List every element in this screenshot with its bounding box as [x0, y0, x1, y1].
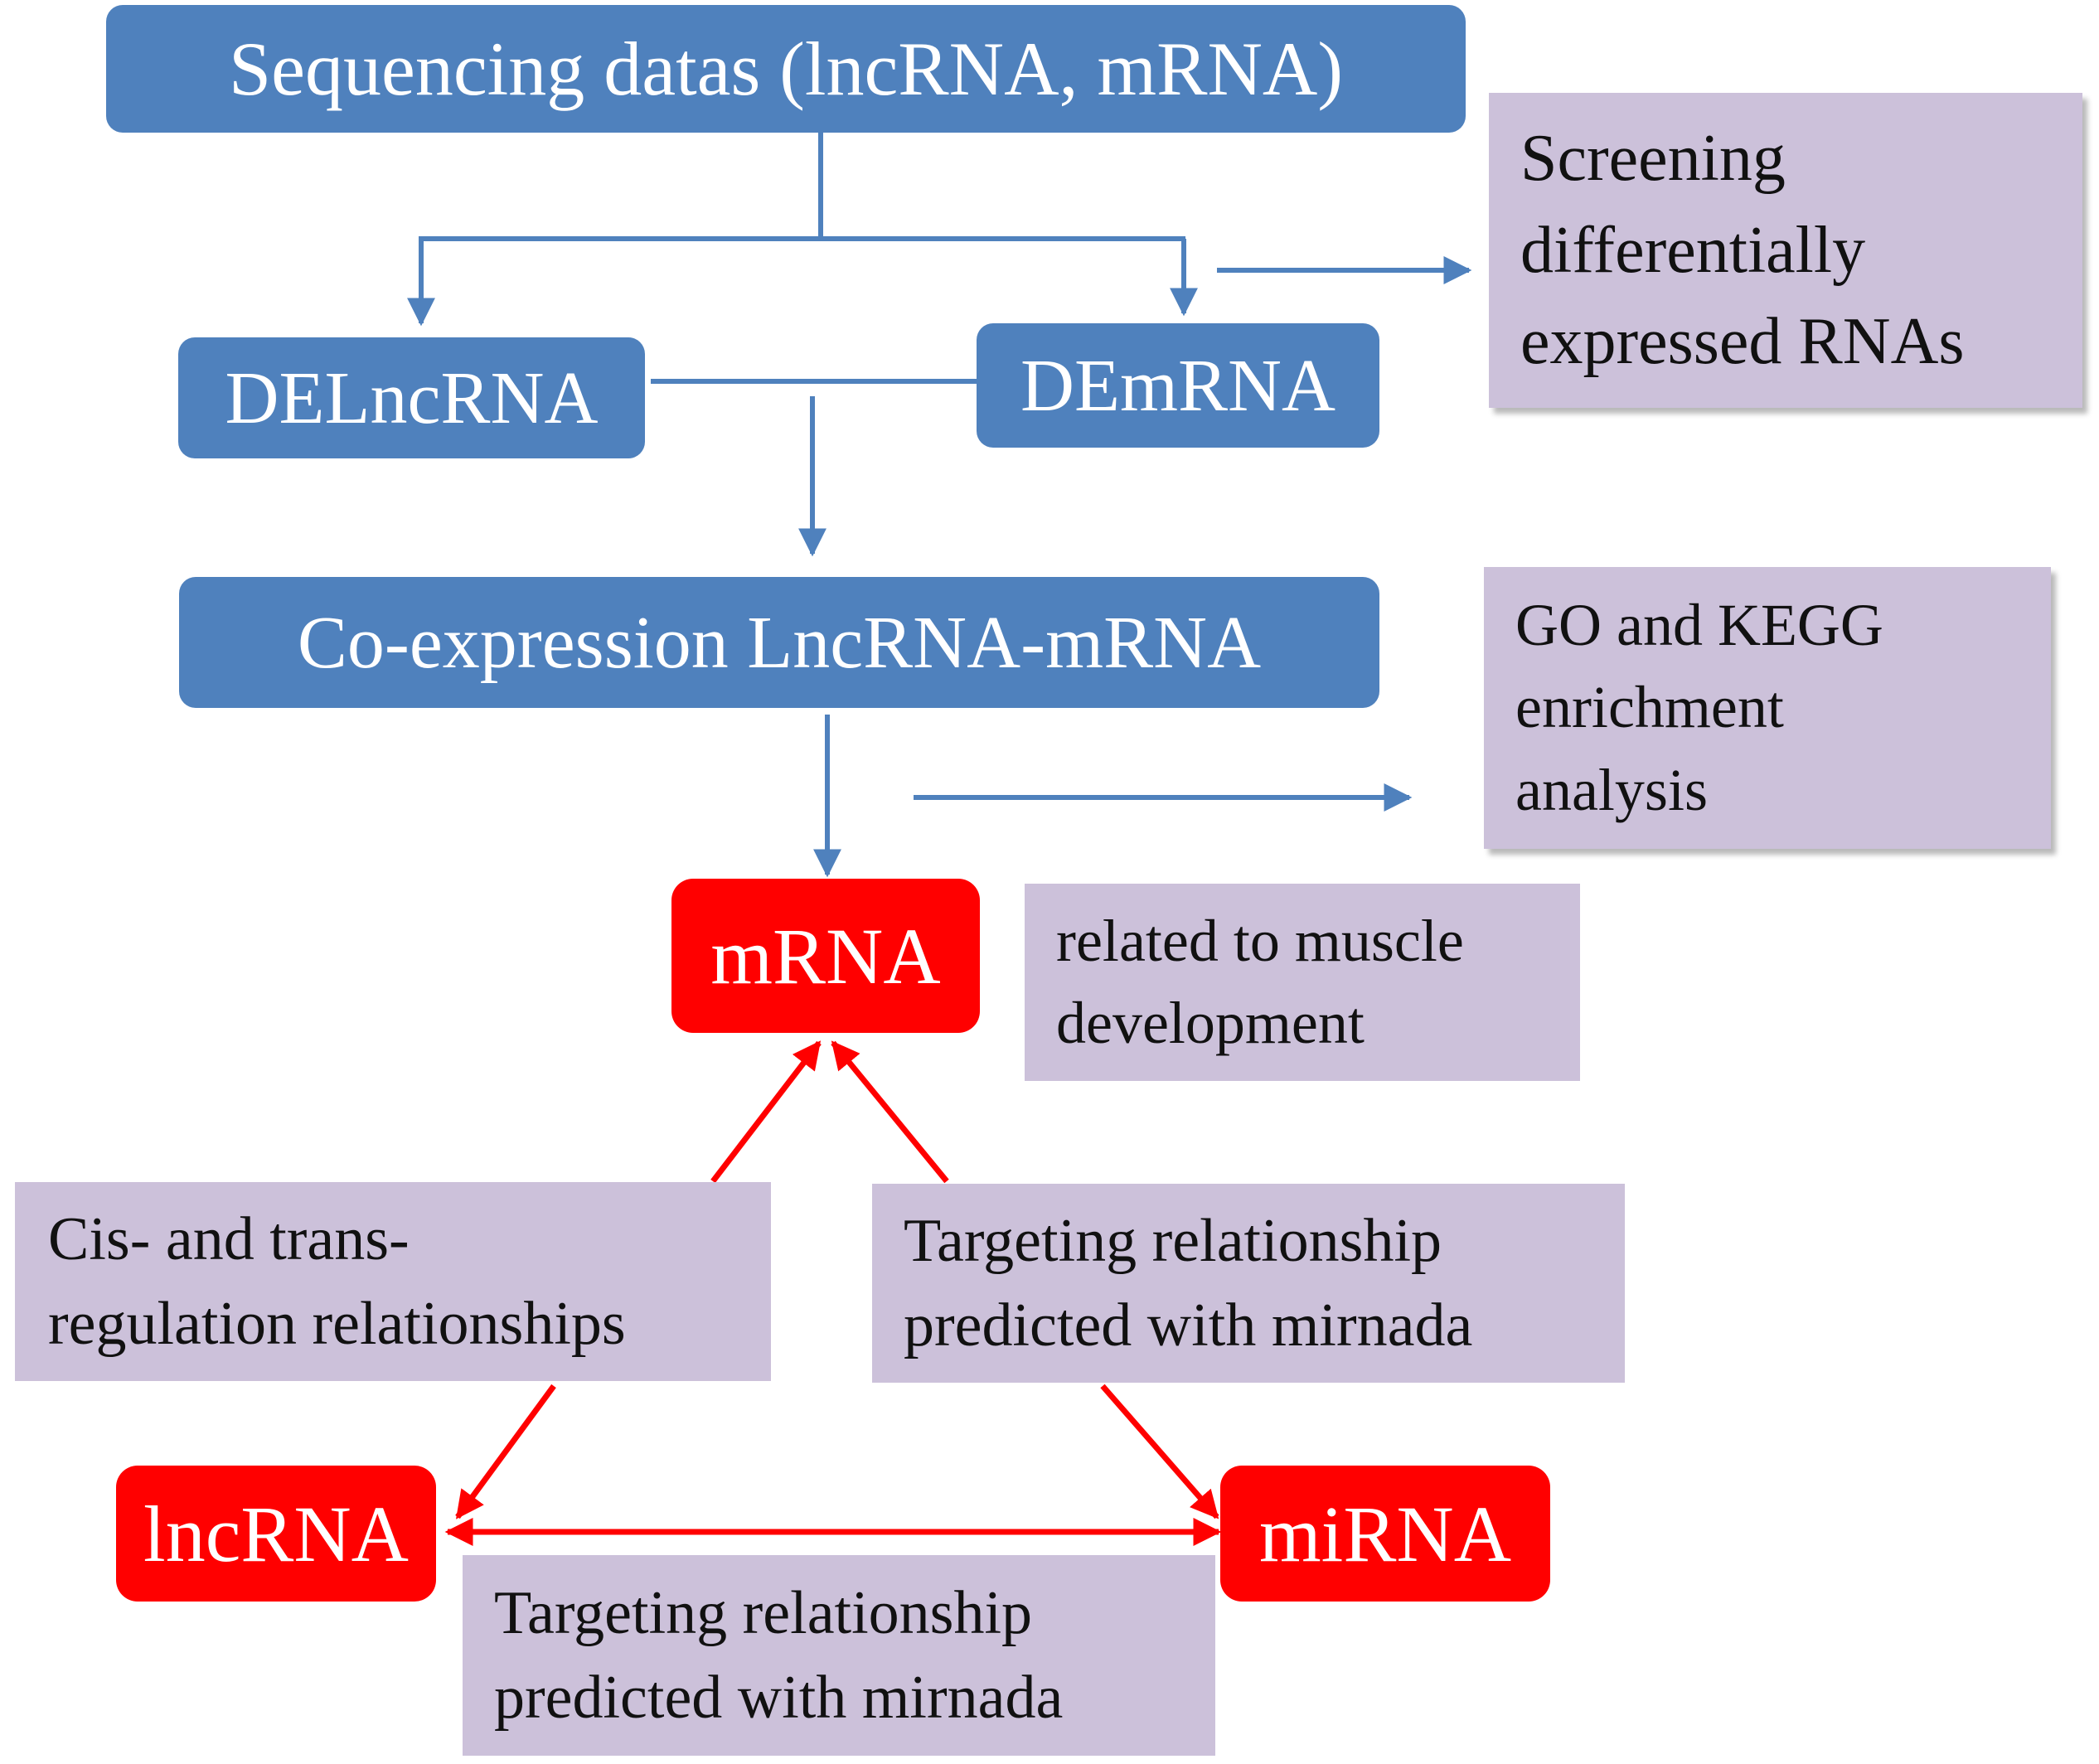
mirna-to-mrna	[831, 1040, 949, 1184]
mrna-to-lnc	[455, 1384, 556, 1519]
node-delncrna: DELncRNA	[178, 337, 645, 458]
note-targeting-right: Targeting relationship predicted with mi…	[872, 1184, 1625, 1383]
note-cis-trans: Cis- and trans- regulation relationships	[15, 1182, 771, 1381]
note-muscle-line: development	[1056, 990, 1365, 1056]
note-screening-line: differentially	[1520, 213, 1866, 287]
note-screening-line: expressed RNAs	[1520, 305, 1965, 379]
node-lncrna-label: lncRNA	[143, 1489, 409, 1578]
note-cis-trans-line: regulation relationships	[48, 1290, 626, 1358]
blue-connectors	[407, 133, 1472, 878]
mrna-to-mirna	[1100, 1384, 1219, 1519]
node-delncrna-label: DELncRNA	[225, 356, 599, 439]
node-mirna: miRNA	[1220, 1466, 1550, 1602]
node-coexpression: Co-expression LncRNA-mRNA	[179, 577, 1379, 708]
node-mirna-label: miRNA	[1258, 1489, 1512, 1578]
lnc-to-mrna	[710, 1040, 822, 1184]
note-muscle-line: related to muscle	[1056, 907, 1464, 974]
note-targeting-bottom: Targeting relationship predicted with mi…	[463, 1555, 1215, 1756]
note-screening: Screening differentially expressed RNAs	[1489, 93, 2082, 408]
node-mrna: mRNA	[671, 879, 980, 1033]
note-go-kegg-line: enrichment	[1515, 674, 1784, 741]
node-mrna-label: mRNA	[710, 911, 941, 1001]
red-connectors	[444, 1040, 1222, 1546]
note-screening-line: Screening	[1520, 122, 1786, 196]
note-go-kegg-line: analysis	[1515, 756, 1708, 823]
note-targeting-right-line: predicted with mirnada	[904, 1292, 1473, 1359]
note-targeting-bottom-line: predicted with mirnada	[494, 1664, 1064, 1732]
note-targeting-right-line: Targeting relationship	[904, 1206, 1442, 1275]
note-muscle: related to muscle development	[1025, 884, 1580, 1081]
note-go-kegg: GO and KEGG enrichment analysis	[1484, 567, 2051, 849]
node-sequencing: Sequencing datas (lncRNA, mRNA)	[106, 5, 1466, 133]
node-demrna: DEmRNA	[977, 323, 1379, 448]
note-go-kegg-line: GO and KEGG	[1515, 591, 1883, 658]
node-sequencing-label: Sequencing datas (lncRNA, mRNA)	[229, 27, 1343, 111]
node-lncrna: lncRNA	[116, 1466, 436, 1602]
note-targeting-bottom-line: Targeting relationship	[494, 1578, 1033, 1647]
node-demrna-label: DEmRNA	[1020, 344, 1336, 427]
node-coexpression-label: Co-expression LncRNA-mRNA	[297, 601, 1262, 684]
note-cis-trans-line: Cis- and trans-	[48, 1204, 410, 1273]
